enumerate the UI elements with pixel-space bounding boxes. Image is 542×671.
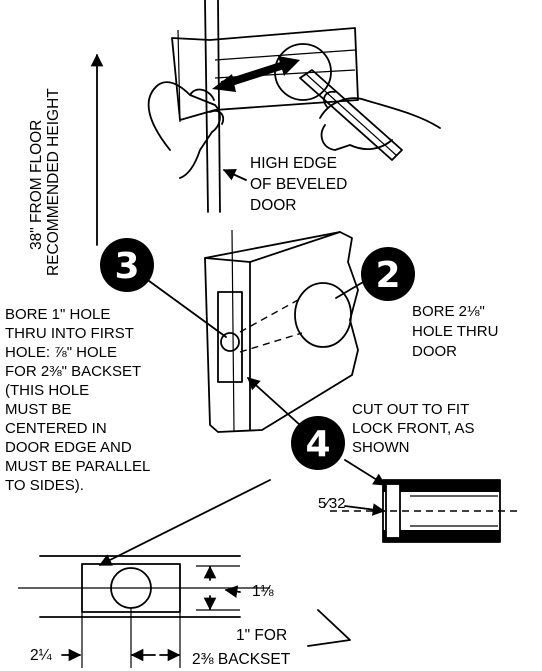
cut-label-3: SHOWN: [352, 439, 410, 456]
cut-label-1: CUT OUT TO FIT: [352, 401, 469, 418]
pencil: [299, 69, 403, 161]
offset-dimension: 2¼: [30, 647, 53, 664]
door-edge-center: [231, 229, 235, 433]
bore1-label-6: MUST BE: [5, 401, 71, 418]
edge-pointer-arrow: [222, 168, 247, 181]
recommended-height-label: RECOMMENDED HEIGHT: [45, 88, 62, 276]
bore1-label-7: CENTERED IN: [5, 420, 107, 437]
section-pointer: [344, 459, 387, 486]
bore2-label-1: BORE 2⅛": [412, 303, 485, 320]
step3-pointer: [144, 277, 227, 338]
high-edge-label-1: HIGH EDGE: [250, 155, 337, 172]
svg-text:3: 3: [114, 246, 139, 287]
door-edge-line-2: [217, 0, 221, 213]
bore1-label-3: HOLE: ⅞" HOLE: [5, 344, 117, 361]
left-hand: [147, 81, 221, 179]
bore1-label-10: TO SIDES).: [5, 477, 84, 494]
high-edge-label-3: DOOR: [250, 197, 297, 214]
left-hand-finger: [189, 88, 215, 101]
backset-zigzag-arrow: [307, 609, 351, 647]
backset-dimension-1: 1" FOR: [236, 627, 287, 644]
dim-1-1-8-pointer: [224, 585, 241, 598]
right-hand-thumb: [323, 90, 336, 109]
section-hatch-top: [383, 480, 500, 492]
step-2-badge: 2: [361, 247, 415, 301]
edge-bore-hole: [220, 332, 240, 352]
floor-height-label: 38" FROM FLOOR: [28, 120, 45, 250]
bore1-label-5: (THIS HOLE: [5, 382, 89, 399]
step4-pointer-up: [247, 377, 301, 426]
door-block-illustration: [144, 229, 371, 433]
svg-text:4: 4: [305, 424, 330, 465]
template-fold-left: [177, 29, 181, 123]
latch-front-cutout: [217, 291, 243, 383]
thickness-dimension: 1⅛: [252, 583, 274, 600]
template-marking-illustration: [90, 0, 441, 246]
bore2-label-2: HOLE THRU: [412, 323, 498, 340]
bore-hidden-line-2: [239, 332, 303, 353]
pencil-mid: [305, 73, 397, 156]
door-edge-line: [204, 0, 209, 213]
bore2-label-3: DOOR: [412, 343, 457, 360]
bore1-label-8: DOOR EDGE AND: [5, 439, 132, 456]
depth-dimension: 5⁄32: [318, 495, 346, 512]
svg-text:2: 2: [375, 255, 400, 296]
template-line: [214, 49, 356, 61]
double-arrow-head-left: [212, 74, 236, 92]
cut-label-2: LOCK FRONT, AS: [352, 420, 475, 437]
bore1-label-1: BORE 1" HOLE: [5, 306, 110, 323]
backset-dimension-2: 2⅜ BACKSET: [192, 651, 291, 668]
left-hand-thumb: [209, 110, 225, 125]
double-arrow-head-right: [278, 56, 300, 76]
depth-pointer: [344, 503, 386, 516]
bore1-label-2: THRU INTO FIRST: [5, 325, 134, 342]
section-hatch-bottom: [383, 530, 500, 542]
edge-template-view: [18, 479, 351, 668]
right-hand-fingers: [320, 124, 393, 151]
step-4-badge: 4: [291, 416, 345, 470]
template-paper: [171, 27, 359, 121]
bore-hidden-line: [239, 299, 299, 333]
high-edge-label-2: OF BEVELED: [250, 176, 347, 193]
step-3-badge: 3: [100, 238, 154, 292]
face-bore-hole: [294, 282, 352, 348]
section-view: [330, 459, 520, 543]
bore1-label-9: MUST BE PARALLEL: [5, 458, 150, 475]
door-block: [204, 231, 359, 433]
step4-pointer-down: [98, 479, 271, 566]
bore1-label-4: FOR 2⅜" BACKSET: [5, 363, 141, 380]
right-hand-top: [319, 97, 441, 129]
